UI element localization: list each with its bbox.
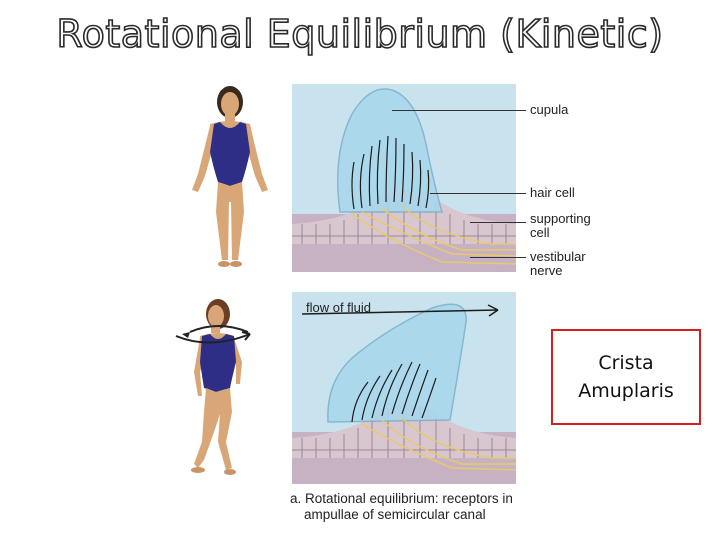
callout-line-1: Crista [598,352,654,374]
supporting-cell-label-line-2: cell [530,225,550,240]
hair-cell-label: hair cell [530,185,575,200]
caption-line-2: ampullae of semicircular canal [304,507,486,522]
flow-of-fluid-label: flow of fluid [306,300,372,315]
page-title: Rotational Equilibrium (Kinetic) [56,11,664,57]
supporting-cell-label-line-1: supporting [530,211,591,226]
vestibular-nerve-label-line-1: vestibular [530,249,586,264]
crista-panel-at-rest [292,84,516,272]
figure-caption: a. Rotational equilibrium: receptors in … [290,491,513,523]
vestibular-nerve-leader-line [470,257,526,258]
rotating-person-illustration [175,299,251,475]
vestibular-nerve-label-line-2: nerve [530,263,563,278]
caption-line-1: a. Rotational equilibrium: receptors in [290,491,513,506]
hair-cell-leader-line [430,193,526,194]
crista-ampullaris-callout: Crista Amuplaris [551,329,701,425]
cupula-label: cupula [530,102,569,117]
crista-panel-deflected [292,292,516,484]
supporting-cell-leader-line [470,222,526,223]
standing-person-illustration [192,86,268,267]
callout-line-2: Amuplaris [578,380,674,402]
cupula-leader-line [392,110,526,111]
